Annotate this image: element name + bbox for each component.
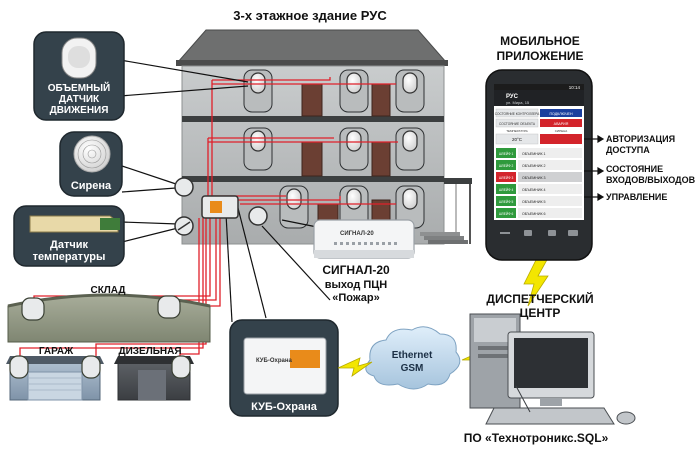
zone-name-1: ОБЪЕМНИК 1 bbox=[522, 152, 546, 156]
phone-tab-connected: ПОДКЛЮЧЕН bbox=[549, 112, 572, 116]
mobile-heading-line1: МОБИЛЬНОЕ bbox=[500, 34, 580, 48]
signal20-label-line3: «Пожар» bbox=[332, 292, 380, 304]
feature-state-line1: СОСТОЯНИЕ bbox=[606, 164, 663, 174]
software-label: ПО «Технотроникс.SQL» bbox=[464, 431, 609, 445]
network-cloud bbox=[365, 326, 461, 390]
zone-state-4: ШЛЕЙФ 4 bbox=[499, 188, 514, 192]
phone-col-temp: ТЕМПЕРАТУРА bbox=[506, 129, 528, 133]
warehouse-label: СКЛАД bbox=[90, 285, 125, 296]
network-label-line2: GSM bbox=[401, 363, 424, 374]
feature-state-line2: ВХОДОВ/ВЫХОДОВ bbox=[606, 175, 696, 185]
signal20-device-label: СИГНАЛ-20 bbox=[340, 231, 374, 237]
kub-label: КУБ-Охрана bbox=[251, 401, 318, 413]
main-building bbox=[176, 29, 472, 245]
temp-sensor-label-line2: температуры bbox=[33, 251, 106, 263]
siren-callout bbox=[59, 131, 194, 197]
phone-tab-state: СОСТОЯНИЕ КОНТРОЛЛЕРА bbox=[495, 112, 540, 116]
controller-on-wall bbox=[201, 195, 268, 226]
signal20-label-line2: выход ПЦН bbox=[325, 279, 388, 291]
garage-label: ГАРАЖ bbox=[39, 346, 74, 357]
zone-state-1: ШЛЕЙФ 1 bbox=[499, 152, 514, 156]
mobile-heading-line2: ПРИЛОЖЕНИЕ bbox=[497, 49, 584, 63]
feature-auth-line2: ДОСТУПА bbox=[606, 145, 650, 155]
diesel-room bbox=[114, 355, 194, 401]
motion-sensor-label-line3: ДВИЖЕНИЯ bbox=[50, 105, 109, 116]
kub-okhrana-callout bbox=[229, 319, 339, 417]
dispatch-computer bbox=[469, 313, 636, 425]
motion-sensor-callout bbox=[33, 31, 125, 121]
phone-tab-objects: СОСТОЯНИЕ ОБЪЕКТА bbox=[499, 122, 536, 126]
phone-temp-value: 20°C bbox=[512, 137, 523, 142]
phone-tab-alarm: АВАРИЯ bbox=[554, 122, 569, 126]
feature-control: УПРАВЛЕНИЕ bbox=[606, 192, 667, 202]
temp-sensor-label-line1: Датчик bbox=[50, 239, 88, 251]
siren-label: Сирена bbox=[71, 180, 112, 192]
phone-col-siren: СИРЕНА bbox=[555, 129, 568, 133]
diesel-label: ДИЗЕЛЬНАЯ bbox=[118, 346, 181, 357]
zone-name-2: ОБЪЕМНИК 2 bbox=[522, 164, 546, 168]
phone-time: 10:14 bbox=[569, 85, 581, 90]
callout-lines bbox=[119, 59, 373, 323]
garage bbox=[6, 355, 104, 401]
zone-name-5: ОБЪЕМНИК 5 bbox=[522, 200, 546, 204]
network-label-line1: Ethernet bbox=[392, 350, 433, 361]
dispatch-label-line1: ДИСПЕТЧЕРСКИЙ bbox=[486, 291, 593, 306]
stairs bbox=[420, 232, 468, 244]
warehouse bbox=[7, 293, 211, 343]
kub-device-label: КУБ-Охрана bbox=[256, 358, 292, 364]
diagram-title: 3-х этажное здание РУС bbox=[233, 8, 387, 23]
motion-sensors bbox=[250, 72, 418, 210]
diagram-texts: 3-х этажное здание РУС МОБИЛЬНОЕ ПРИЛОЖЕ… bbox=[33, 8, 696, 445]
signal20-label-line1: СИГНАЛ-20 bbox=[322, 263, 390, 277]
zone-state-5: ШЛЕЙФ 5 bbox=[499, 200, 514, 204]
signal20-device bbox=[313, 219, 415, 259]
zone-name-3: ОБЪЕМНИК 3 bbox=[522, 176, 546, 180]
zone-state-2: ШЛЕЙФ 2 bbox=[499, 164, 514, 168]
temperature-sensor-callout bbox=[13, 205, 194, 267]
zone-state-3: ШЛЕЙФ 3 bbox=[499, 176, 514, 180]
zone-name-6: ОБЪЕМНИК 6 bbox=[522, 212, 546, 216]
zone-state-6: ШЛЕЙФ 6 bbox=[499, 212, 514, 216]
dispatch-label-line2: ЦЕНТР bbox=[520, 306, 561, 320]
phone-app-title: РУС bbox=[506, 94, 519, 100]
zone-name-4: ОБЪЕМНИК 4 bbox=[522, 188, 546, 192]
motion-sensor-label-line1: ОБЪЕМНЫЙ bbox=[48, 81, 110, 94]
motion-sensor-label-line2: ДАТЧИК bbox=[59, 94, 100, 105]
feature-auth-line1: АВТОРИЗАЦИЯ bbox=[606, 134, 675, 144]
phone-app-subtitle: ул. Мира, 15 bbox=[506, 100, 530, 105]
mobile-phone bbox=[485, 69, 605, 261]
